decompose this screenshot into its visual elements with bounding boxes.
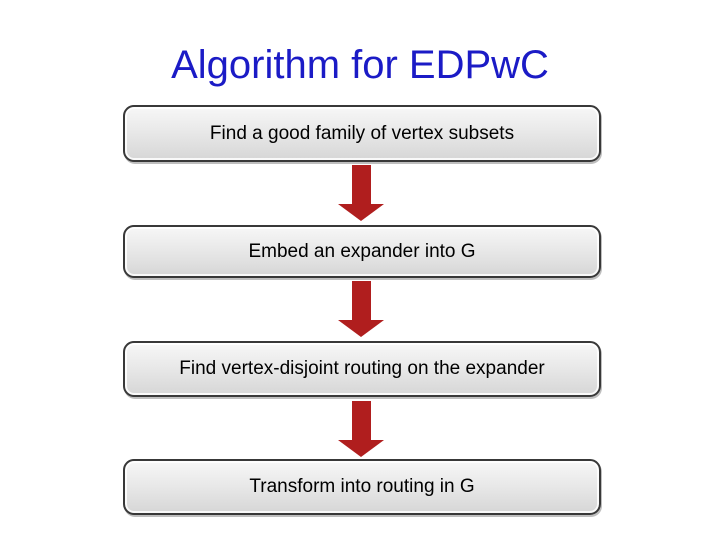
flow-step-1: Find a good family of vertex subsets — [123, 105, 601, 162]
flow-step-4-label: Transform into routing in G — [249, 476, 475, 497]
flow-step-4: Transform into routing in G — [123, 459, 601, 515]
flow-step-2-label: Embed an expander into G — [248, 240, 476, 262]
down-arrow-3 — [338, 401, 385, 457]
down-arrow-1 — [338, 165, 385, 221]
down-arrow-2-stem — [352, 281, 371, 320]
down-arrow-1-stem — [352, 165, 371, 204]
flow-step-3-label: Find vertex-disjoint routing on the expa… — [179, 358, 545, 379]
down-arrow-3-stem — [352, 401, 371, 440]
down-arrow-2-head — [338, 320, 384, 337]
flow-step-1-label: Find a good family of vertex subsets — [209, 122, 515, 144]
down-arrow-2 — [338, 281, 385, 337]
slide-title: Algorithm for EDPwC — [171, 43, 549, 87]
down-arrow-1-head — [338, 204, 384, 221]
flow-step-2: Embed an expander into G — [123, 225, 601, 278]
down-arrow-3-head — [338, 440, 384, 457]
flow-step-3: Find vertex-disjoint routing on the expa… — [123, 341, 601, 397]
